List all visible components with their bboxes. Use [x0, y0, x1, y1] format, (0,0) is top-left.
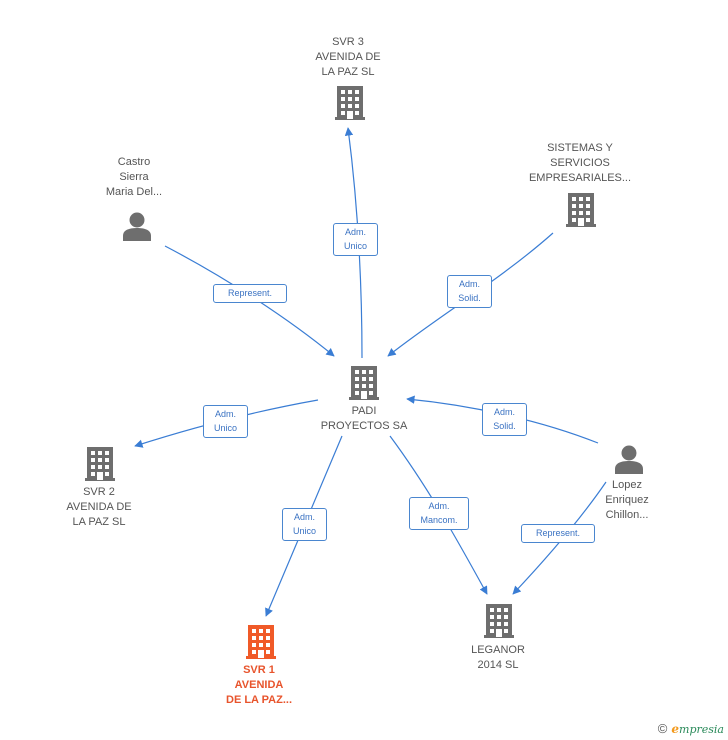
node-label-line: SVR 2 — [83, 486, 115, 498]
edge-label-lopez-leganor[interactable]: Represent. — [521, 524, 595, 543]
edge-label-castro-padi[interactable]: Represent. — [213, 284, 287, 303]
node-label-line: Enriquez — [605, 494, 649, 506]
edge-label-line: Adm. — [344, 227, 366, 237]
edge-label-line: Adm. — [458, 279, 480, 289]
node-label-padi[interactable]: PADI PROYECTOS SA — [284, 404, 444, 434]
edge-label-padi-svr2[interactable]: Adm. Unico — [203, 405, 248, 438]
footer-brand: ©empresia — [658, 721, 724, 736]
node-label-line: AVENIDA DE — [66, 501, 132, 513]
person-icon[interactable] — [615, 445, 643, 475]
person-icon[interactable] — [123, 212, 151, 242]
node-label-line: SVR 3 — [332, 36, 364, 48]
node-label-svr2[interactable]: SVR 2 AVENIDA DE LA PAZ SL — [19, 485, 179, 530]
node-label-line: 2014 SL — [477, 659, 519, 671]
edge-label-padi-svr3[interactable]: Adm. Unico — [333, 223, 378, 256]
edge-label-padi-leganor[interactable]: Adm. Mancom. — [409, 497, 469, 530]
edge-label-line: Represent. — [227, 288, 273, 298]
node-label-leganor[interactable]: LEGANOR 2014 SL — [418, 643, 578, 673]
edge-label-line: Solid. — [493, 421, 516, 431]
node-label-line: Castro — [117, 156, 151, 168]
building-icon[interactable] — [335, 86, 365, 120]
node-label-line: SVR 1 — [243, 664, 275, 676]
node-label-line: LA PAZ SL — [321, 66, 375, 78]
edge-label-sistemas-padi[interactable]: Adm. Solid. — [447, 275, 492, 308]
node-label-line: EMPRESARIALES... — [528, 172, 632, 184]
edge-label-line: Mancom. — [420, 515, 458, 525]
edge-label-line: Adm. — [214, 409, 236, 419]
edge-label-line: Unico — [343, 241, 367, 251]
edge-label-line: Adm. — [293, 512, 315, 522]
edge-label-line: Unico — [292, 526, 316, 536]
brand-logo-text: mpresia — [679, 723, 724, 736]
building-icon[interactable] — [246, 625, 276, 659]
node-label-line: SERVICIOS — [550, 157, 610, 169]
building-icon[interactable] — [484, 604, 514, 638]
edge-label-line: Unico — [213, 423, 237, 433]
node-label-line: LA PAZ SL — [72, 516, 126, 528]
node-label-line: AVENIDA DE — [315, 51, 381, 63]
edge-label-line: Adm. — [493, 407, 515, 417]
building-icon[interactable] — [85, 447, 115, 481]
edge-label-line: Solid. — [458, 293, 481, 303]
node-label-line: Lopez — [612, 479, 642, 491]
node-label-svr3[interactable]: SVR 3 AVENIDA DE LA PAZ SL — [268, 35, 428, 80]
node-label-svr1[interactable]: SVR 1 AVENIDA DE LA PAZ... — [179, 663, 339, 708]
node-label-line: SISTEMAS Y — [547, 142, 613, 154]
node-label-line: Maria Del... — [105, 186, 163, 198]
node-label-line: DE LA PAZ... — [226, 694, 292, 706]
edge-label-line: Adm. — [428, 501, 450, 511]
node-label-line: Chillon... — [605, 509, 649, 521]
node-label-line: AVENIDA — [234, 679, 284, 691]
copyright-icon: © — [657, 721, 668, 736]
node-label-line: PROYECTOS SA — [320, 420, 408, 432]
edge-label-lopez-padi[interactable]: Adm. Solid. — [482, 403, 527, 436]
brand-logo-e: e — [671, 722, 680, 736]
edge-label-line: Represent. — [535, 528, 581, 538]
node-label-line: Sierra — [119, 171, 149, 183]
building-icon[interactable] — [349, 366, 379, 400]
node-label-sistemas[interactable]: SISTEMAS Y SERVICIOS EMPRESARIALES... — [500, 141, 660, 186]
node-label-line: LEGANOR — [471, 644, 525, 656]
building-icon[interactable] — [566, 193, 596, 227]
edge-label-padi-svr1[interactable]: Adm. Unico — [282, 508, 327, 541]
node-label-line: PADI — [351, 405, 377, 417]
